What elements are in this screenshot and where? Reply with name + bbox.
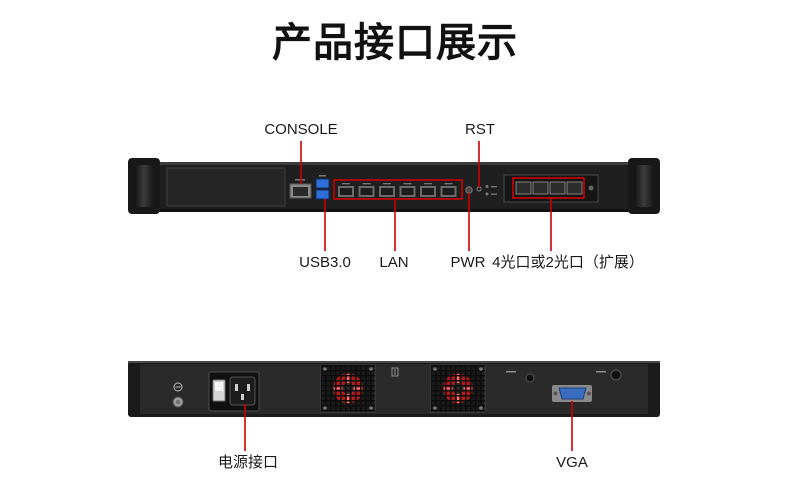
- rear-hole-2: [610, 369, 622, 381]
- usb-port-top: [315, 178, 330, 189]
- left-rack-ear-handle: [134, 165, 154, 207]
- rear-hole-2-label-mark: [596, 371, 606, 373]
- rear-chassis-top-edge: [128, 361, 660, 363]
- console-label: CONSOLE: [264, 121, 338, 138]
- fan-left-screw-bl: [323, 406, 327, 410]
- usb-label-mark: [319, 175, 326, 177]
- lan-ports: [333, 179, 463, 200]
- console-port-label-mark: [295, 179, 305, 181]
- lan-port-5-socket: [422, 188, 434, 195]
- pwr-label: PWR: [450, 254, 486, 271]
- lan-highlight-box: [333, 179, 463, 200]
- ground-terminal: [172, 382, 184, 408]
- ground-screw-head: [176, 400, 180, 404]
- front-blank-panel: [166, 167, 286, 207]
- sfp-slot-4: [566, 181, 583, 195]
- lan-port-4-label-mark: [403, 183, 412, 185]
- lan-port-5-label-mark: [424, 183, 432, 185]
- rear-marking-icon: [391, 367, 399, 377]
- expansion-bay-screw: [588, 185, 594, 191]
- vga-connector: [558, 387, 587, 400]
- reset-button: [476, 186, 482, 192]
- status-led-bottom: [485, 192, 489, 196]
- front-chassis-top-edge: [150, 162, 638, 165]
- power-button: [465, 186, 473, 194]
- front-panel: [128, 141, 660, 251]
- status-led-top: [485, 185, 489, 188]
- optical-expansion-label: 4光口或2光口（扩展）: [492, 254, 644, 271]
- fan-right-screw-bl: [433, 406, 437, 410]
- ground-symbol-icon: [173, 382, 183, 392]
- status-led-label-mark-top: [491, 186, 497, 188]
- lan-port-2-label-mark: [362, 183, 371, 185]
- rear-hole-1: [525, 373, 535, 383]
- rear-hole-1-label-mark: [506, 371, 516, 373]
- sfp-slot-3: [549, 181, 566, 195]
- fan-left-grill: [321, 365, 375, 412]
- power-socket-pin-left: [235, 384, 238, 391]
- sfp-slot-1: [515, 181, 532, 195]
- vga-port: [552, 385, 592, 402]
- rst-label: RST: [465, 121, 495, 138]
- fan-left-screw-tr: [369, 367, 373, 371]
- power-socket-pin-ground: [241, 394, 244, 400]
- power-socket-pin-right: [247, 384, 250, 391]
- lan-port-3-label-mark: [383, 183, 391, 185]
- power-inlet: [208, 371, 260, 412]
- power-switch-rocker: [215, 382, 223, 391]
- usb-ports: [315, 175, 330, 200]
- power-socket: [229, 376, 256, 406]
- rear-panel: [128, 361, 660, 451]
- vga-label: VGA: [556, 454, 588, 471]
- console-port-socket: [293, 187, 308, 196]
- fan-right-screw-br: [479, 406, 483, 410]
- lan-port-4-socket: [401, 188, 414, 195]
- vga-screw-right: [587, 391, 591, 396]
- front-chassis-bottom-edge: [150, 209, 638, 212]
- right-rack-ear-handle: [634, 165, 654, 207]
- usb-label: USB3.0: [299, 254, 351, 271]
- lan-port-6-label-mark: [444, 183, 453, 185]
- fan-right-screw-tr: [479, 367, 483, 371]
- optical-expansion-module: [503, 174, 599, 203]
- lan-port-6-socket: [442, 188, 455, 195]
- power-inlet-label: 电源接口: [217, 454, 279, 471]
- vga-screw-left: [553, 391, 558, 396]
- fan-right-screw-tl: [433, 367, 437, 371]
- sfp-highlight-box: [512, 177, 585, 199]
- page-title: 产品接口展示: [272, 20, 518, 66]
- lan-label: LAN: [379, 254, 409, 271]
- fan-right-grill: [431, 365, 485, 412]
- lan-port-1-socket: [340, 188, 352, 195]
- fan-right: [430, 364, 486, 413]
- fan-left: [320, 364, 376, 413]
- fan-left-screw-tl: [323, 367, 327, 371]
- usb-port-bottom: [315, 189, 330, 200]
- sfp-slot-2: [532, 181, 549, 195]
- lan-port-1-label-mark: [342, 183, 350, 185]
- fan-left-screw-br: [369, 406, 373, 410]
- lan-port-2-socket: [360, 188, 373, 195]
- status-led-label-mark-bottom: [491, 193, 497, 195]
- lan-port-3-socket: [381, 188, 393, 195]
